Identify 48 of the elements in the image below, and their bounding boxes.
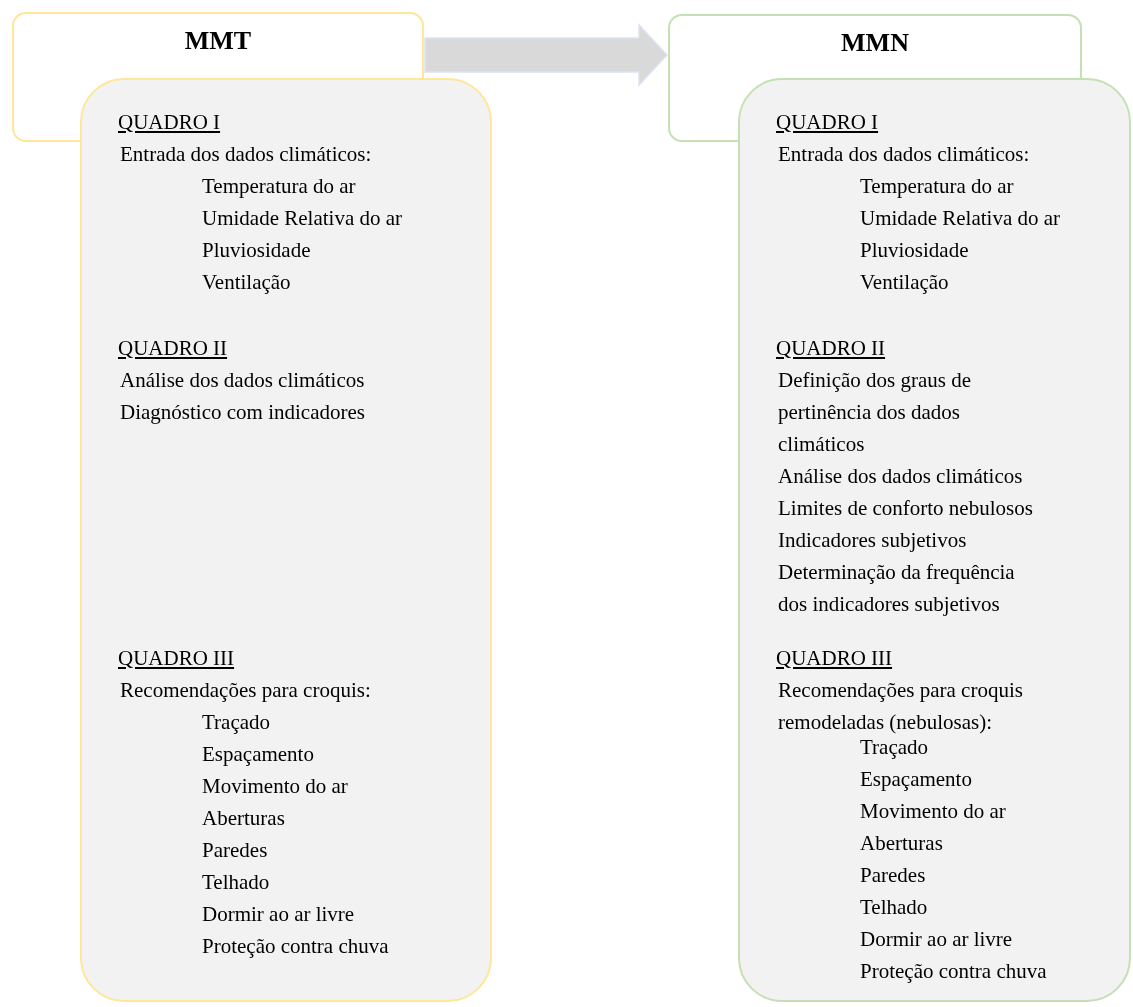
- list-item: Telhado: [202, 869, 270, 896]
- list-item: Aberturas: [202, 805, 285, 832]
- list-item: Recomendações para croquis remodeladas (nebulosas):: [778, 677, 1024, 736]
- section-heading: QUADRO III: [118, 645, 235, 672]
- list-item: Movimento do ar: [202, 773, 348, 800]
- list-item: Umidade Relativa do ar: [860, 205, 1060, 232]
- section-heading: QUADRO III: [776, 645, 893, 672]
- list-item: Paredes: [860, 862, 926, 889]
- list-item: Espaçamento: [860, 766, 972, 793]
- section-heading: QUADRO II: [118, 335, 228, 362]
- list-item: Temperatura do ar: [202, 173, 356, 200]
- list-item: Ventilação: [860, 269, 949, 296]
- list-item: Espaçamento: [202, 741, 314, 768]
- list-item: Proteção contra chuva: [860, 958, 1047, 985]
- list-item: Análise dos dados climáticos: [120, 367, 365, 394]
- list-item: Entrada dos dados climáticos:: [778, 141, 1030, 168]
- list-item: Indicadores subjetivos: [778, 527, 967, 554]
- section-heading: QUADRO II: [776, 335, 886, 362]
- section-heading: QUADRO I: [776, 109, 879, 136]
- list-item: Temperatura do ar: [860, 173, 1014, 200]
- list-item: Traçado: [202, 709, 271, 736]
- list-item: Entrada dos dados climáticos:: [120, 141, 372, 168]
- list-item: Definição dos graus de pertinência dos dados climáticos: [778, 367, 973, 458]
- list-item: Recomendações para croquis:: [120, 677, 371, 704]
- list-item: Movimento do ar: [860, 798, 1006, 825]
- method-title: MMN: [840, 28, 910, 58]
- header-box: [12, 12, 424, 78]
- header-box: [668, 14, 1082, 78]
- content-panel: [80, 78, 492, 1002]
- list-item: Proteção contra chuva: [202, 933, 389, 960]
- list-item: Limites de conforto nebulosos: [778, 495, 1033, 522]
- list-item: Análise dos dados climáticos: [778, 463, 1023, 490]
- list-item: Diagnóstico com indicadores: [120, 399, 365, 426]
- list-item: Dormir ao ar livre: [860, 926, 1013, 953]
- list-item: Paredes: [202, 837, 268, 864]
- list-item: Pluviosidade: [202, 237, 311, 264]
- list-item: Telhado: [860, 894, 928, 921]
- content-panel: [738, 78, 1131, 1002]
- list-item: Umidade Relativa do ar: [202, 205, 402, 232]
- list-item: Ventilação: [202, 269, 291, 296]
- list-item: Dormir ao ar livre: [202, 901, 355, 928]
- block-arrow: [424, 23, 669, 87]
- list-item: Traçado: [860, 734, 929, 761]
- list-item: Pluviosidade: [860, 237, 969, 264]
- list-item: Aberturas: [860, 830, 943, 857]
- section-heading: QUADRO I: [118, 109, 221, 136]
- method-title: MMT: [183, 26, 253, 56]
- list-item: Determinação da frequência dos indicadores subjetivos: [778, 559, 1016, 618]
